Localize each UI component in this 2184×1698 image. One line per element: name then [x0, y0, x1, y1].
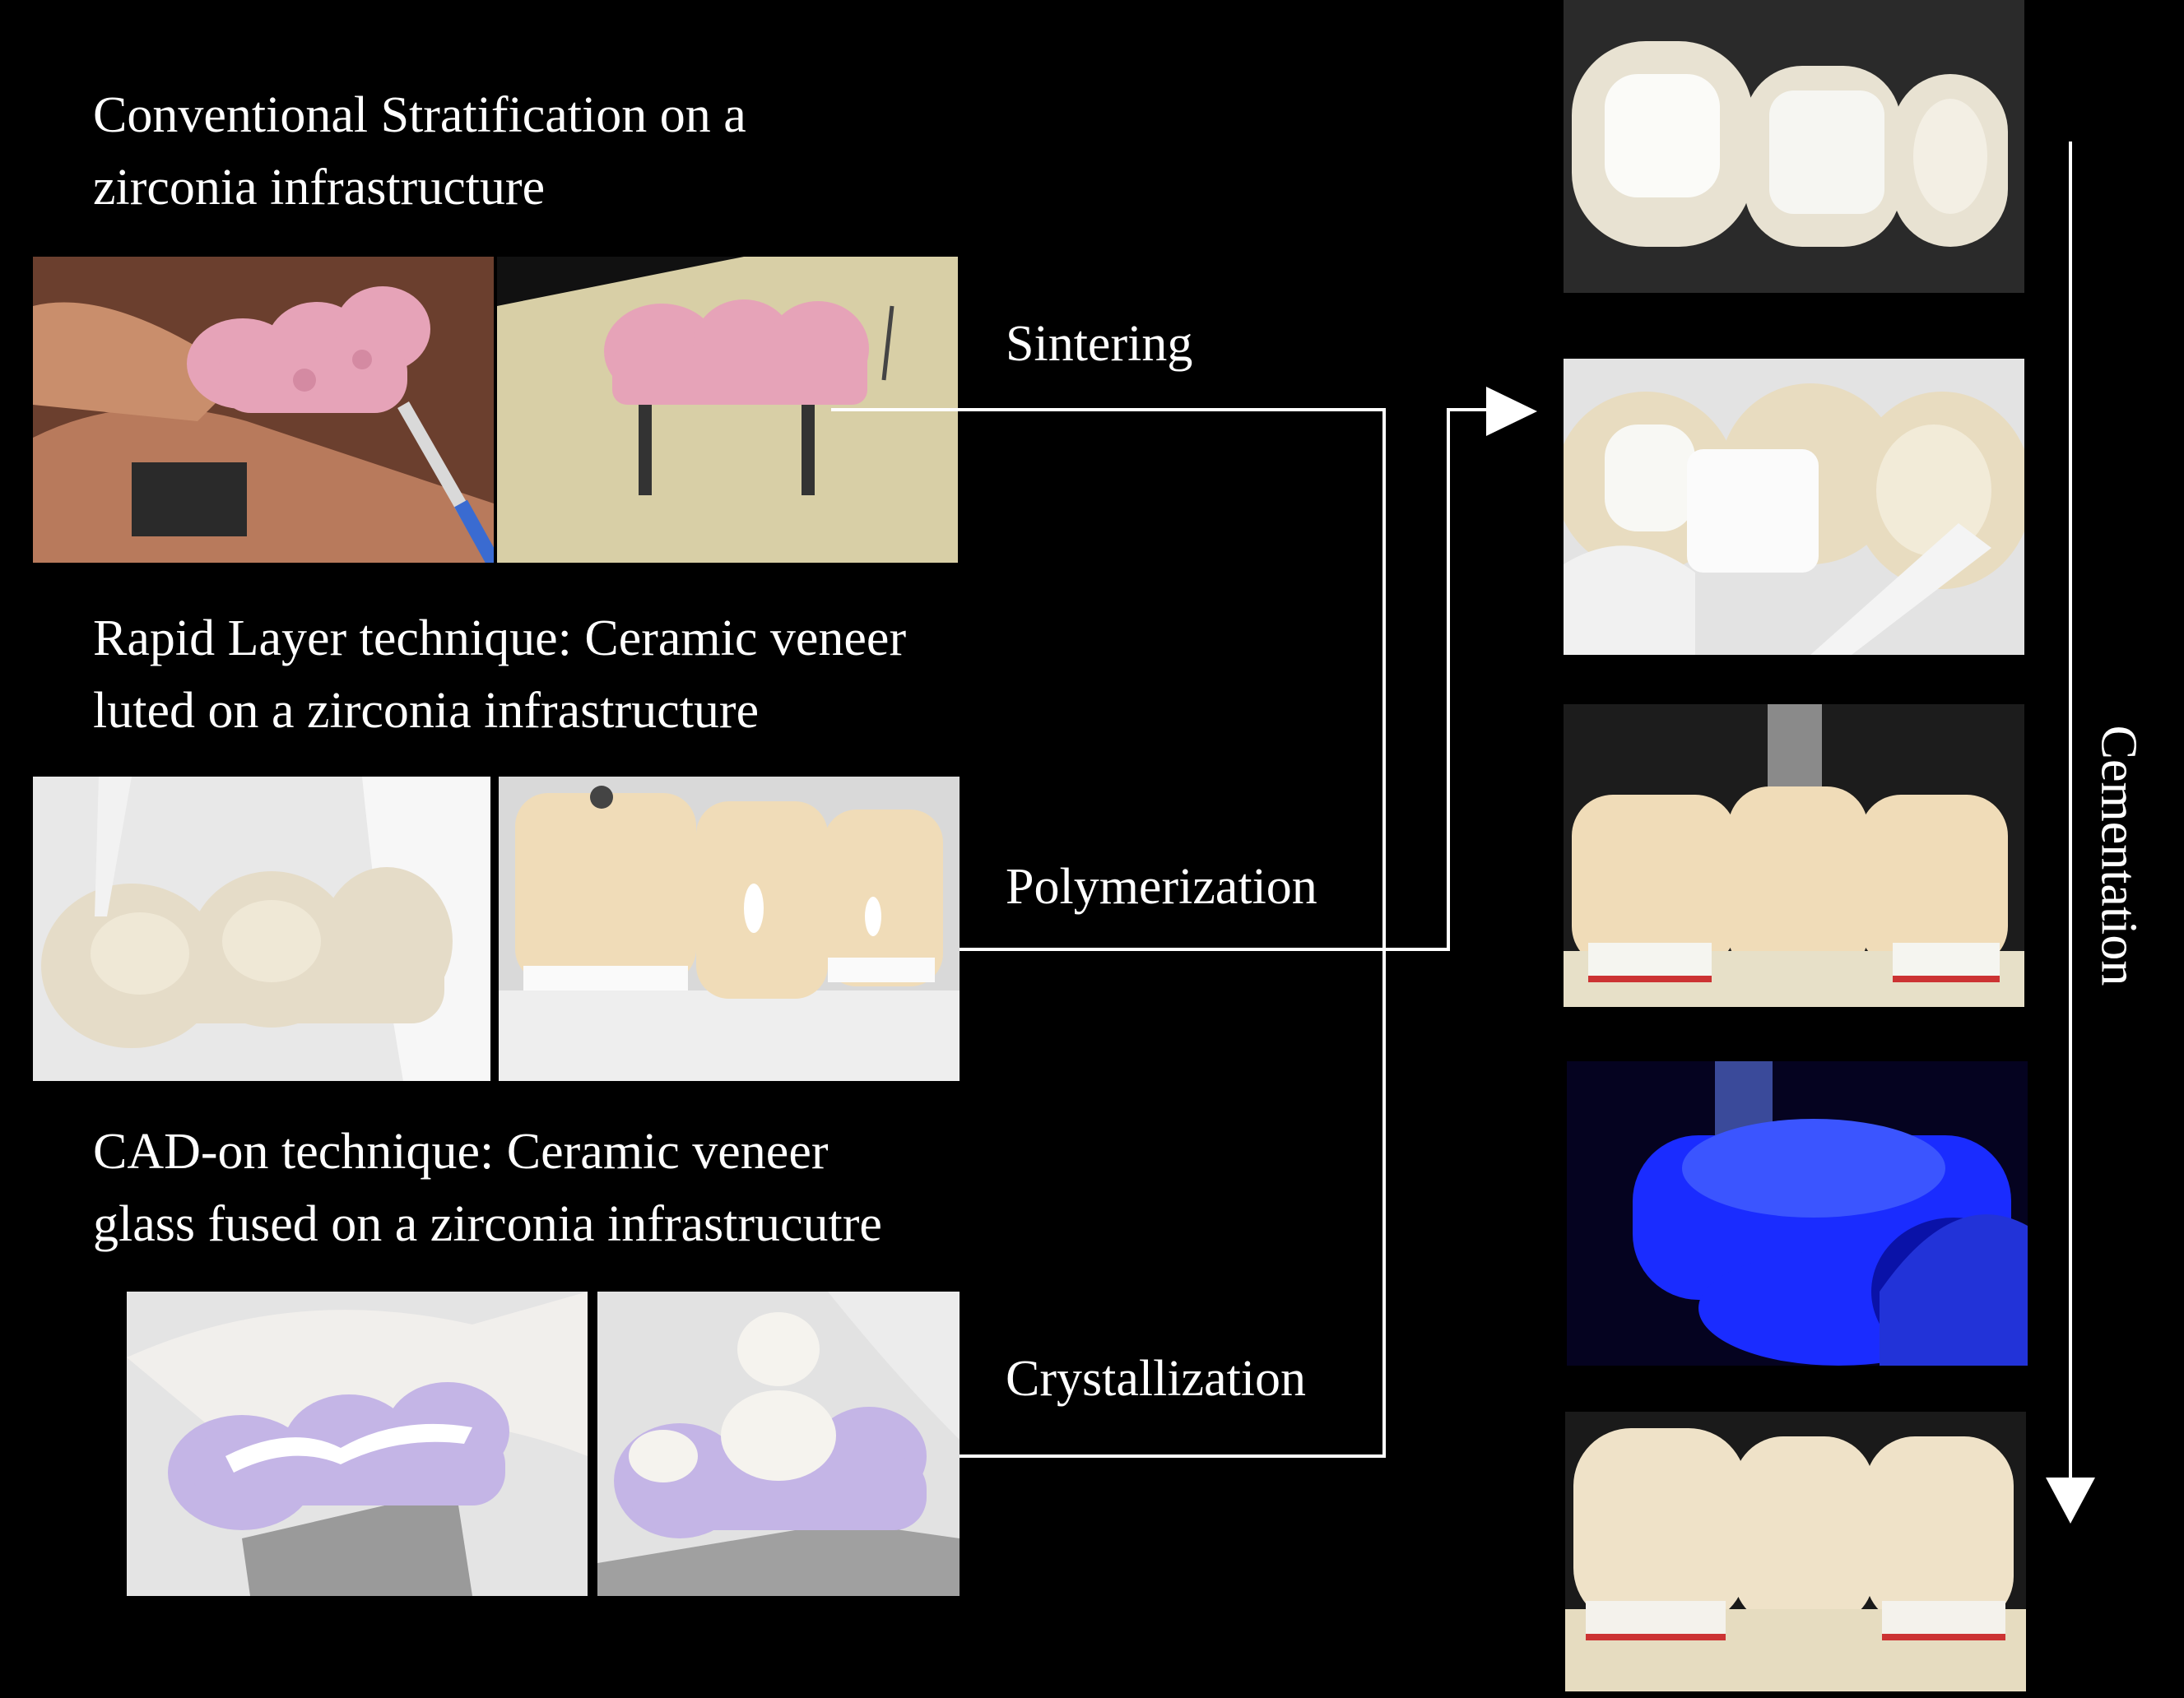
result-photo-seated-bridge — [1564, 704, 2024, 1007]
cad-on-lilac-photo — [127, 1292, 588, 1596]
polymerization-connector — [960, 408, 1489, 951]
result-photo-final-restoration — [1565, 1412, 2026, 1691]
technique-2-heading: Rapid Layer technique: Ceramic veneer lu… — [93, 602, 906, 747]
result-photo-luting-application — [1564, 359, 2024, 655]
arrow-right-icon — [1486, 387, 1537, 436]
result-photo-bridge-occlusal — [1564, 0, 2024, 293]
technique-3-heading-line1: CAD-on technique: Ceramic veneer — [93, 1124, 829, 1180]
technique-3-heading: CAD-on technique: Ceramic veneer glass f… — [93, 1116, 882, 1260]
technique-1-heading-line2: zirconia infrastructure — [93, 160, 546, 216]
rapid-layer-luting-photo — [33, 777, 490, 1081]
technique-2-heading-line1: Rapid Layer technique: Ceramic veneer — [93, 610, 907, 666]
rapid-layer-veneer-photo — [499, 777, 960, 1081]
stratification-brush-photo — [33, 257, 494, 563]
technique-3-heading-line2: glass fused on a zirconia infrastrucutre — [93, 1196, 882, 1252]
result-photo-light-curing — [1567, 1061, 2028, 1366]
step-polymerization-label: Polymerization — [1006, 859, 1317, 915]
arrow-down-icon — [2046, 1478, 2095, 1524]
step-sintering-label: Sintering — [1006, 316, 1193, 372]
step-crystallization-label: Crystallization — [1006, 1351, 1307, 1407]
cad-on-placement-photo — [597, 1292, 960, 1596]
sintering-connector — [831, 408, 1386, 1458]
technique-2-heading-line2: luted on a zirconia infrastructure — [93, 683, 760, 739]
technique-1-heading: Conventional Stratification on a zirconi… — [93, 79, 746, 224]
technique-1-heading-line1: Conventional Stratification on a — [93, 87, 746, 143]
sintering-tray-photo — [497, 257, 958, 563]
